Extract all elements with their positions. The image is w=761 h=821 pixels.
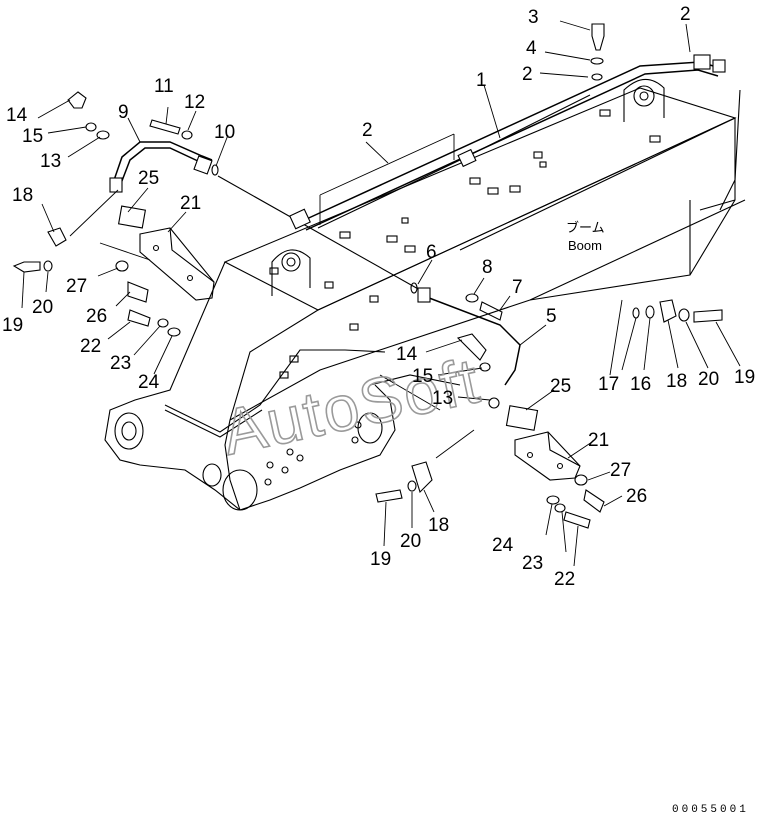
callout-24: 24 <box>138 372 160 393</box>
callout-15: 15 <box>22 126 43 147</box>
callout-18: 18 <box>12 185 33 206</box>
leader-lines <box>21 20 741 567</box>
callout-20: 20 <box>698 369 719 390</box>
callout-9: 9 <box>118 102 129 123</box>
callout-25: 25 <box>138 168 159 189</box>
callout-numbers: 3 4 2 2 2 1 14 9 11 12 15 10 13 25 18 21… <box>2 4 755 590</box>
callout-24: 24 <box>492 535 514 556</box>
boom-label-jp: ブーム <box>566 220 605 236</box>
callout-12: 12 <box>184 92 205 113</box>
callout-25: 25 <box>550 376 571 397</box>
callout-15: 15 <box>412 366 433 387</box>
bracket-left <box>117 205 215 301</box>
callout-26: 26 <box>86 306 107 327</box>
callout-14: 14 <box>6 105 28 126</box>
callout-2: 2 <box>680 4 691 25</box>
callout-18: 18 <box>666 371 687 392</box>
callout-19: 19 <box>370 549 391 570</box>
callout-22: 22 <box>554 569 575 590</box>
callout-8: 8 <box>482 257 493 278</box>
callout-2: 2 <box>522 64 533 85</box>
callout-11: 11 <box>154 76 174 97</box>
callout-2: 2 <box>362 120 373 141</box>
boom-label-en: Boom <box>568 238 602 253</box>
callout-4: 4 <box>526 38 537 59</box>
callout-21: 21 <box>180 193 201 214</box>
callout-16: 16 <box>630 374 651 395</box>
callout-14: 14 <box>396 344 418 365</box>
bracket-right <box>505 405 581 481</box>
callout-21: 21 <box>588 430 609 451</box>
callout-20: 20 <box>400 531 421 552</box>
callout-23: 23 <box>110 353 131 374</box>
callout-13: 13 <box>40 151 61 172</box>
callout-23: 23 <box>522 553 543 574</box>
callout-5: 5 <box>546 306 557 327</box>
callout-26: 26 <box>626 486 647 507</box>
callout-3: 3 <box>528 7 539 28</box>
callout-27: 27 <box>66 276 87 297</box>
callout-7: 7 <box>512 277 523 298</box>
hardware <box>12 23 723 529</box>
callout-10: 10 <box>214 122 235 143</box>
callout-20: 20 <box>32 297 53 318</box>
callout-6: 6 <box>426 242 437 263</box>
callout-22: 22 <box>80 336 101 357</box>
document-number: 00055001 <box>672 804 749 816</box>
boom-body <box>104 78 737 511</box>
callout-13: 13 <box>432 388 453 409</box>
callout-19: 19 <box>2 315 23 336</box>
callout-17: 17 <box>598 374 619 395</box>
callout-18: 18 <box>428 515 449 536</box>
callout-1: 1 <box>476 70 487 91</box>
callout-27: 27 <box>610 460 631 481</box>
callout-19: 19 <box>734 367 755 388</box>
pipes <box>109 54 746 438</box>
